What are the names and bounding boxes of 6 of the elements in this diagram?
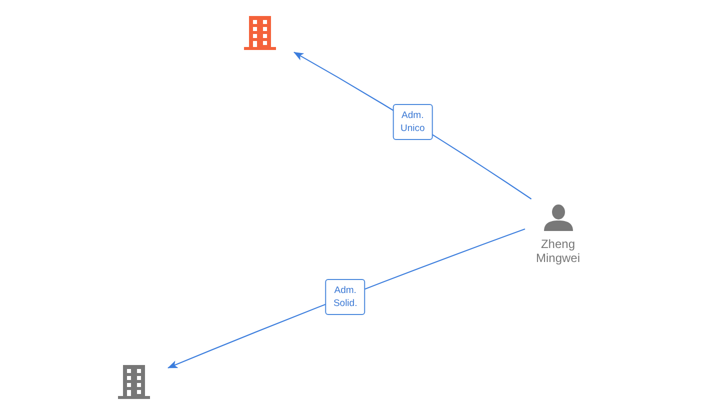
person-name: Zheng Mingwei bbox=[536, 237, 580, 265]
building-icon bbox=[244, 16, 276, 50]
building-icon bbox=[118, 365, 150, 399]
arrow bbox=[168, 228, 526, 368]
edge-label: Adm. Solid. bbox=[325, 278, 366, 315]
edge-label: Adm. Unico bbox=[392, 104, 433, 140]
